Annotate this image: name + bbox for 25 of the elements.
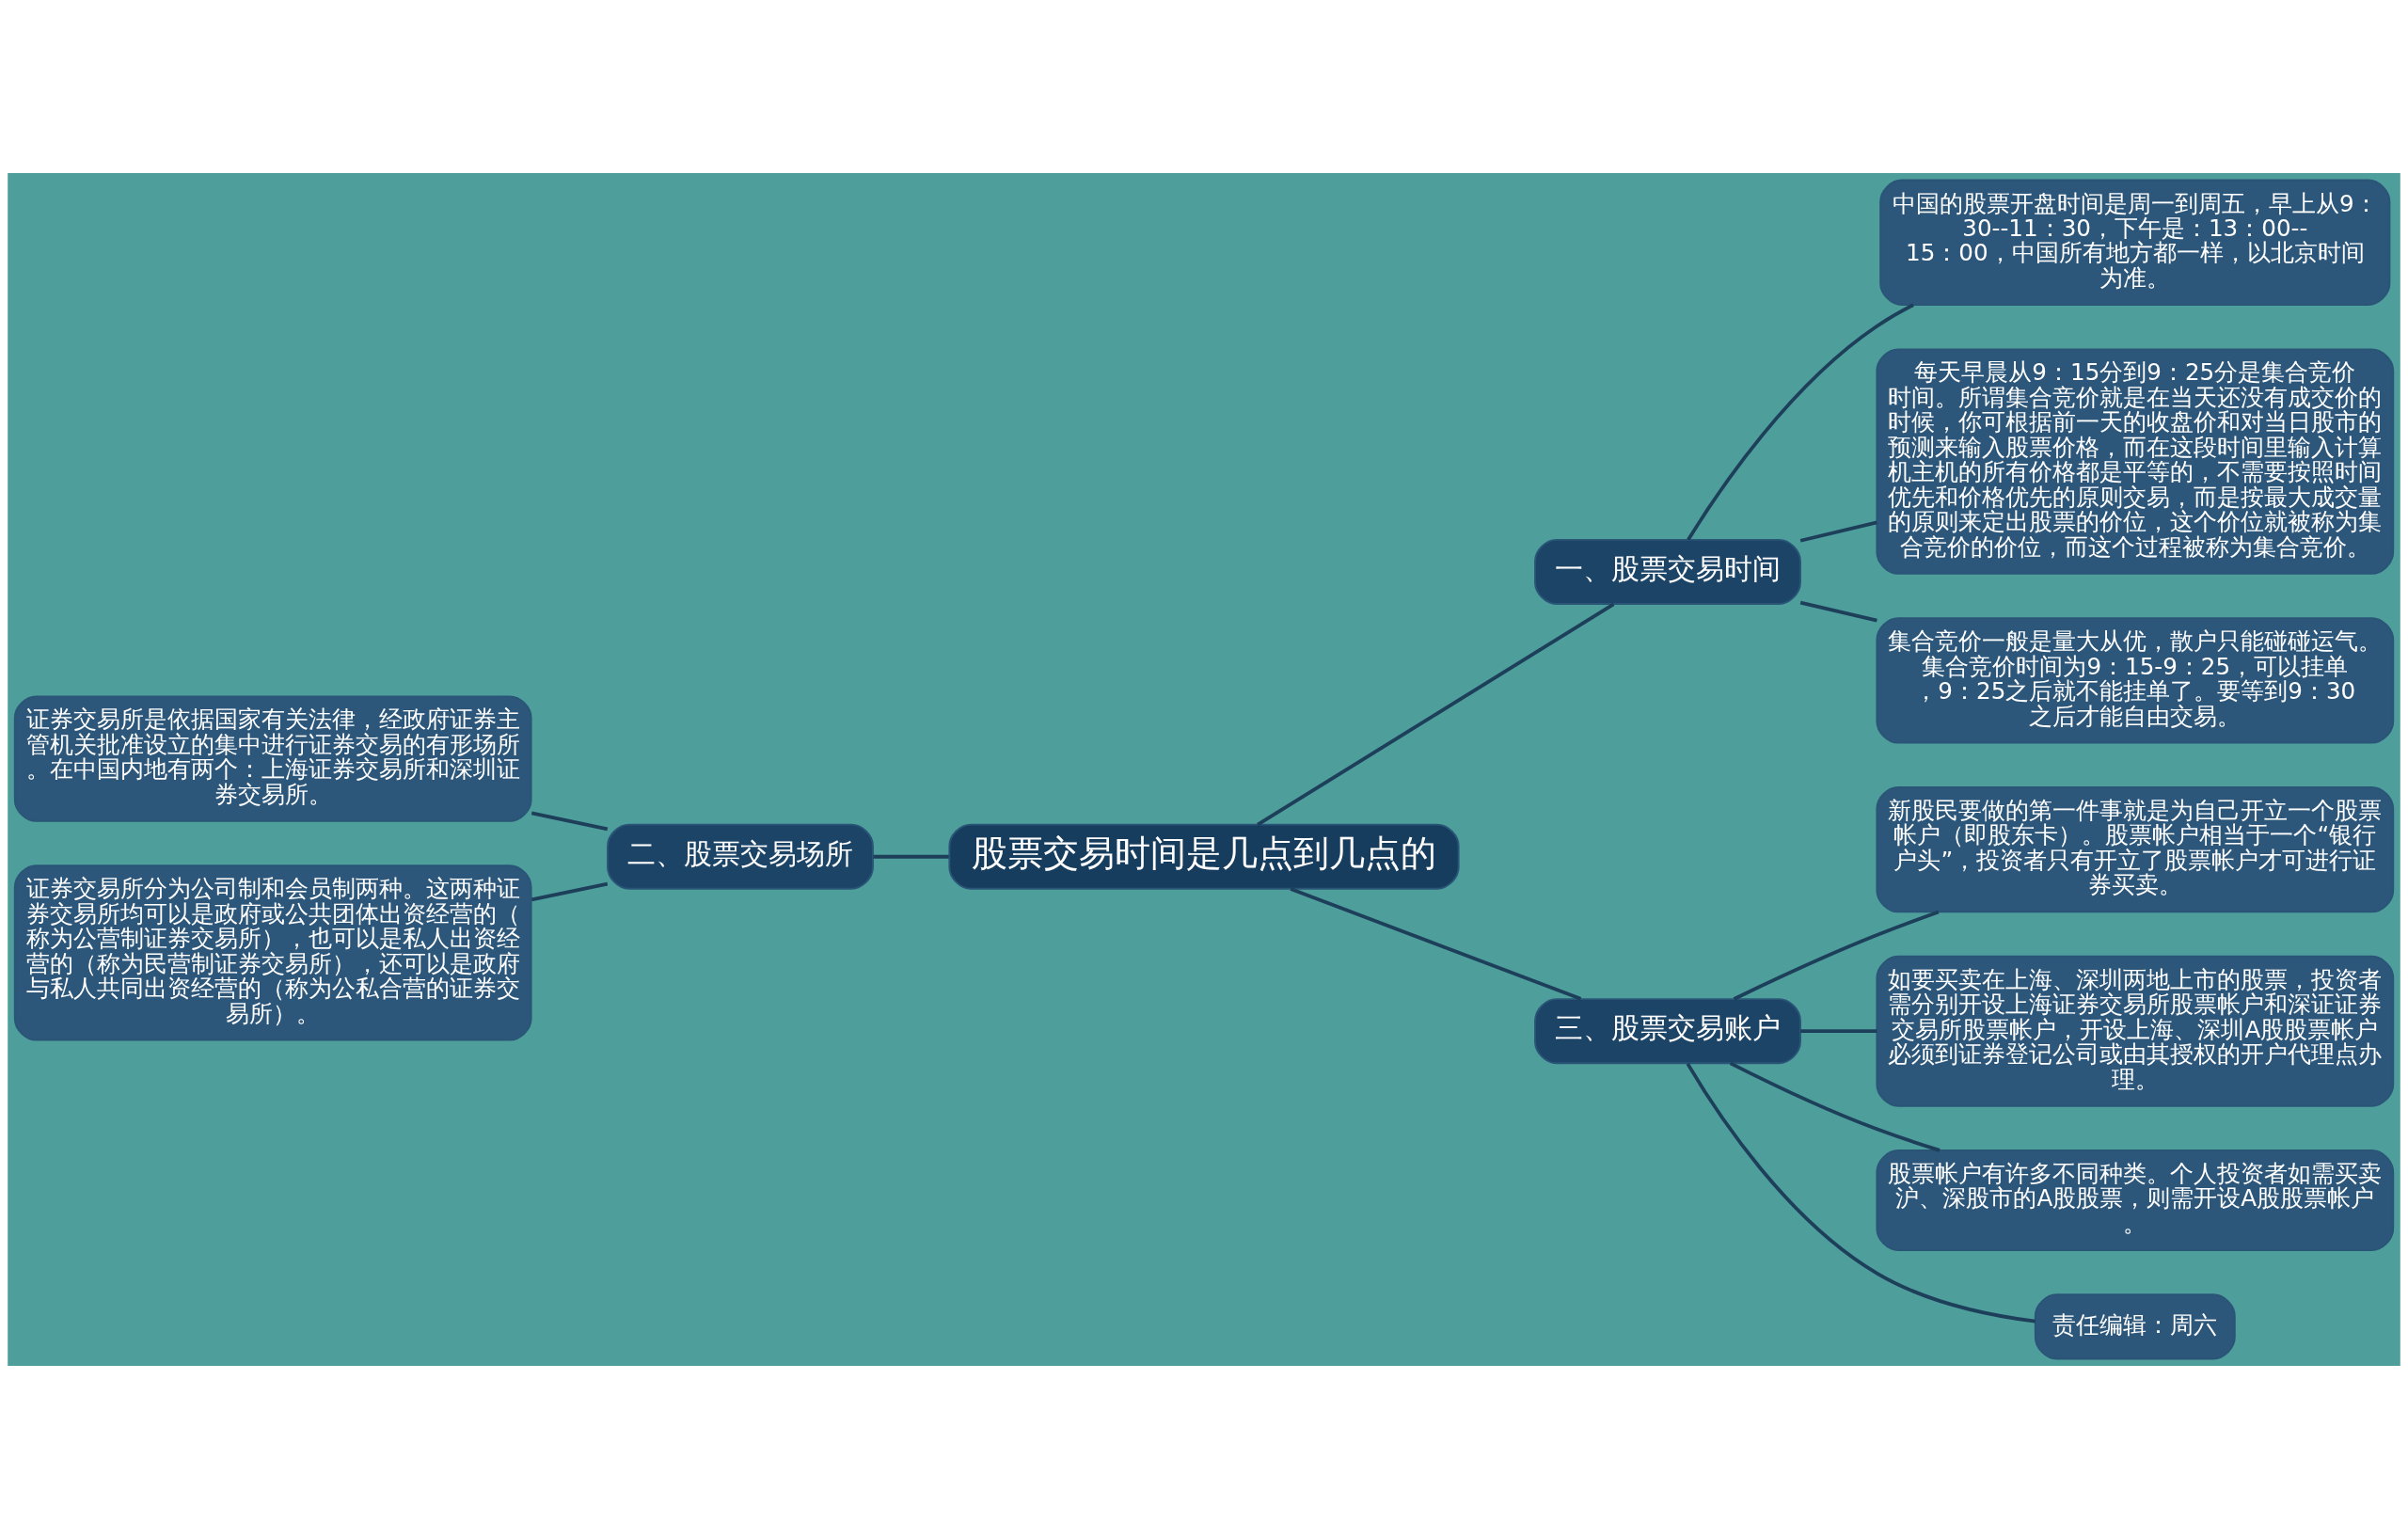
connector	[1733, 910, 1940, 1001]
connector	[1257, 602, 1615, 826]
node-box: 中国的股票开盘时间是周一到周五，早上从9：30--11：30，下午是：13：00--15：00，中国所有地方都一样，以北京时间为准。	[1879, 179, 2391, 306]
node-box: 证券交易所是依据国家有关法律，经政府证券主管机关批准设立的集中进行证券交易的有形场所。在中国内地有两个：上海证券交易所和深圳证券交易所。	[13, 694, 532, 822]
node-box: 股票帐户有许多不同种类。个人投资者如需买卖沪、深股市的A股股票，则需开设A股股票帐户。	[1876, 1149, 2395, 1251]
connector	[1729, 1061, 1941, 1152]
connector	[1687, 303, 1914, 541]
node-box: 新股民要做的第一件事就是为自己开立一个股票帐户（即股东卡）。股票帐户相当于一个“银行户头”，投资者只有开立了股票帐户才可进行证券买卖。	[1876, 785, 2395, 912]
node-box: 集合竞价一般是量大从优，散户只能碰碰运气。集合竞价时间为9：15-9：25，可以挂单，9：25之后就不能挂单了。要等到9：30之后才能自由交易。	[1876, 616, 2395, 744]
connector	[1800, 1028, 1877, 1033]
node-box: 每天早晨从9：15分到9：25分是集合竞价时间。所谓集合竞价就是在当天还没有成交价的时候，你可根据前一天的收盘价和对当日股市的预测来输入股票价格，而在这段时间里输入计算机主机的所有价格都是平等的，不需要按照时间优先和价格优先的原则交易，而是按最大成交量的原则来定出股票的价位，这个价位就被称为集合竞价的价位，而这个过程被称为集合竞价。	[1876, 347, 2395, 575]
connector	[873, 854, 949, 859]
connector	[1799, 600, 1877, 622]
connector	[1799, 520, 1877, 543]
node-box: 二、股票交易场所	[607, 823, 874, 890]
connector	[531, 810, 609, 831]
connector	[1686, 1062, 2036, 1324]
connector	[531, 881, 609, 901]
node-box: 证券交易所分为公司制和会员制两种。这两种证券交易所均可以是政府或公共团体出资经营的（称为公营制证券交易所），也可以是私人出资经营的（称为民营制证券交易所），还可以是政府与私人共同出资经营的（称为公私合营的证券交易所）。	[13, 864, 532, 1041]
node-box: 三、股票交易账户	[1534, 997, 1801, 1064]
node-box: 责任编辑：周六	[2034, 1292, 2236, 1359]
node-box: 股票交易时间是几点到几点的	[948, 823, 1460, 890]
connector	[1290, 886, 1582, 1001]
node-box: 一、股票交易时间	[1534, 538, 1801, 605]
node-box: 如要买卖在上海、深圳两地上市的股票，投资者需分别开设上海证券交易所股票帐户和深证证券交易所股票帐户，开设上海、深圳A股股票帐户必须到证券登记公司或由其授权的开户代理点办理。	[1876, 955, 2395, 1107]
